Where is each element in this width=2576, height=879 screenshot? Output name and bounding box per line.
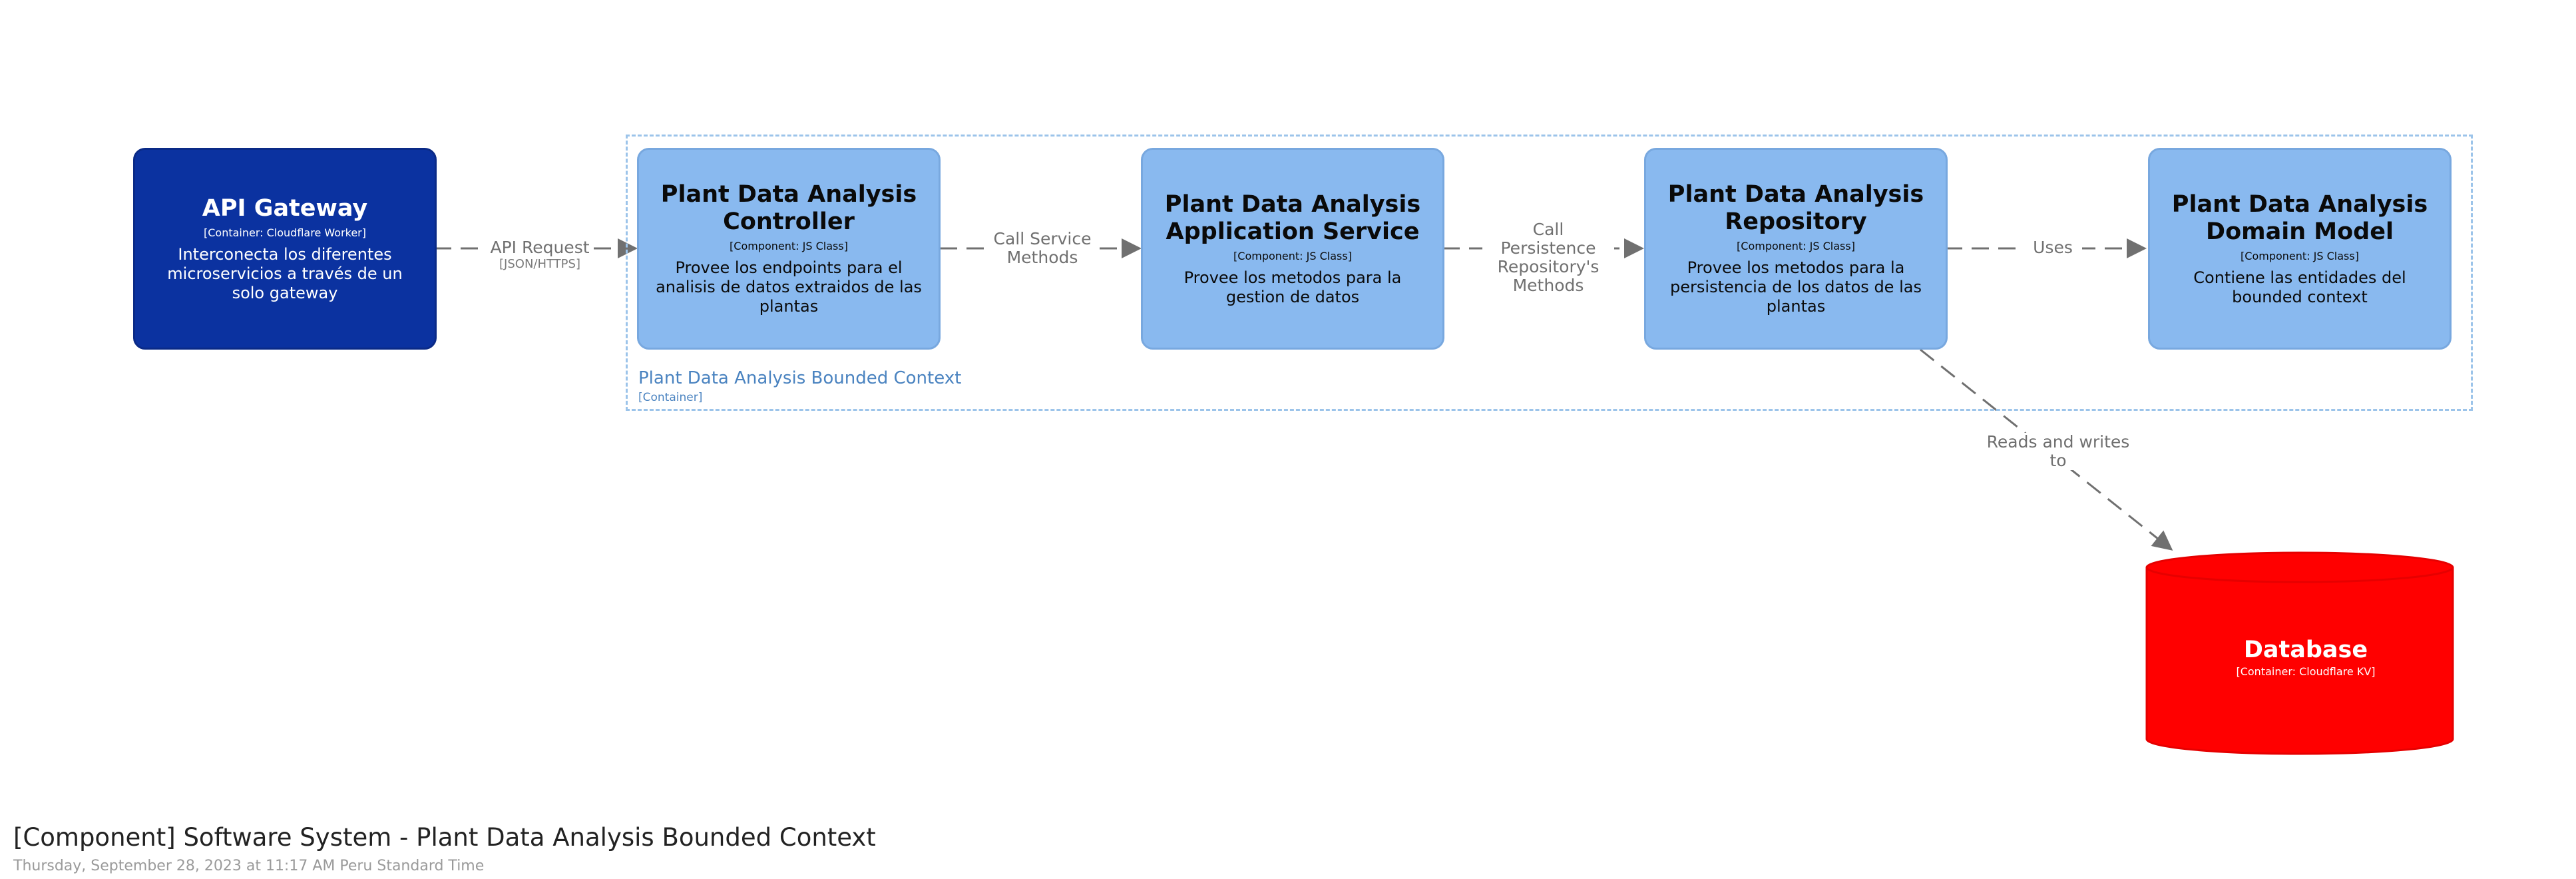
database-label: Database [Container: Cloudflare KV] <box>2153 636 2459 679</box>
node-title: Plant Data Analysis Application Service <box>1164 190 1421 245</box>
boundary-technology: [Container] <box>638 391 703 404</box>
node-title: Plant Data Analysis Controller <box>660 181 917 235</box>
application-service-node[interactable]: Plant Data Analysis Application Service … <box>1141 148 1444 350</box>
edge-label-call-service: Call Service Methods <box>990 230 1095 267</box>
node-description: Interconecta los diferentes microservici… <box>167 244 403 302</box>
diagram-title: [Component] Software System - Plant Data… <box>13 823 876 852</box>
node-title: Plant Data Analysis Repository <box>1667 181 1924 235</box>
edge-label-technology: [JSON/HTTPS] <box>499 257 580 271</box>
edge-label-text: API Request <box>490 238 590 257</box>
node-title: API Gateway <box>202 194 368 222</box>
node-technology: [Container: Cloudflare Worker] <box>204 226 366 239</box>
domain-model-node[interactable]: Plant Data Analysis Domain Model [Compon… <box>2148 148 2452 350</box>
database-cylinder[interactable] <box>2145 551 2454 755</box>
node-technology: [Component: JS Class] <box>1737 240 1855 252</box>
edge-label-text: Call Persistence Repository's Methods <box>1497 220 1600 295</box>
node-technology: [Component: JS Class] <box>1233 249 1352 262</box>
node-description: Provee los metodos para la gestion de da… <box>1183 268 1402 306</box>
node-description: Contiene las entidades del bounded conte… <box>2193 268 2406 306</box>
api-gateway-node[interactable]: API Gateway [Container: Cloudflare Worke… <box>133 148 437 350</box>
node-technology: [Component: JS Class] <box>2241 249 2359 262</box>
edge-label-call-persistence: Call Persistence Repository's Methods <box>1482 220 1614 295</box>
edge-label-text: Call Service Methods <box>993 229 1092 267</box>
edge-label-text: Uses <box>2033 238 2073 257</box>
diagram-timestamp: Thursday, September 28, 2023 at 11:17 AM… <box>13 858 485 874</box>
node-title: Plant Data Analysis Domain Model <box>2171 190 2428 245</box>
node-title: Database <box>2243 637 2368 663</box>
edge-label-text: Reads and writes to <box>1986 432 2130 470</box>
edge-label-reads-writes: Reads and writes to <box>1982 433 2134 470</box>
edge-label-api-request: API Request [JSON/HTTPS] <box>487 238 592 272</box>
edge-label-uses: Uses <box>2024 238 2082 257</box>
boundary-name: Plant Data Analysis Bounded Context <box>638 368 962 388</box>
bounded-context-boundary: Plant Data Analysis Bounded Context [Con… <box>626 135 2473 411</box>
node-description: Provee los endpoints para el analisis de… <box>656 258 922 316</box>
controller-node[interactable]: Plant Data Analysis Controller [Componen… <box>637 148 941 350</box>
node-technology: [Component: JS Class] <box>730 240 848 252</box>
repository-node[interactable]: Plant Data Analysis Repository [Componen… <box>1644 148 1948 350</box>
node-technology: [Container: Cloudflare KV] <box>2236 665 2376 678</box>
node-description: Provee los metodos para la persistencia … <box>1670 258 1922 316</box>
